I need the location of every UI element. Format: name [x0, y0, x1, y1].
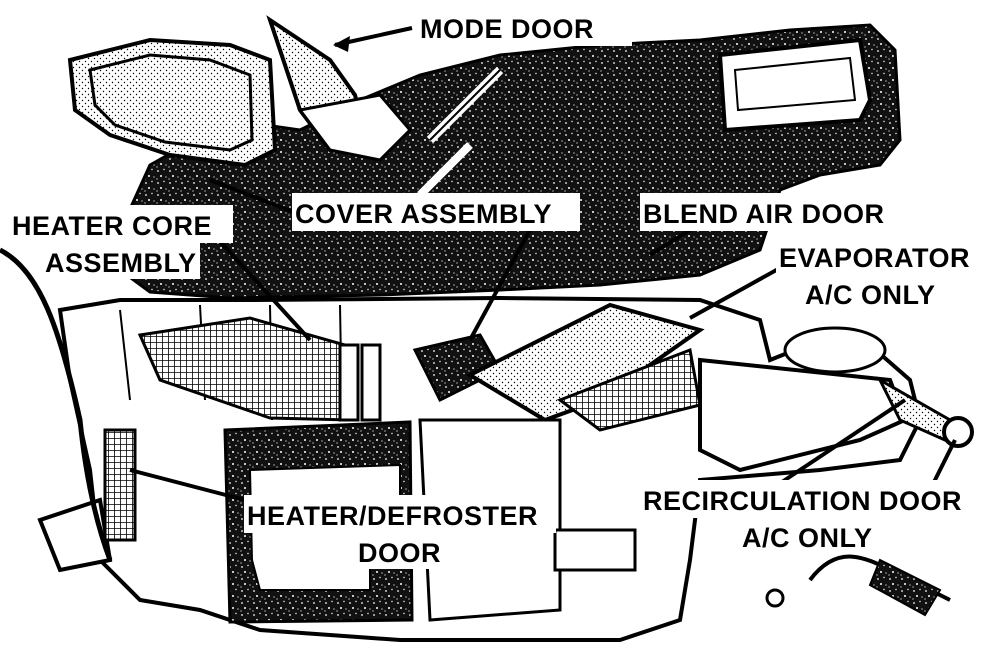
- leader-heater-defroster: [129, 468, 246, 502]
- label-heater-core-line2: ASSEMBLY: [45, 248, 197, 278]
- label-evaporator-line2: A/C ONLY: [805, 280, 936, 310]
- leader-blend-air-door-a: [468, 229, 532, 341]
- leader-heater-core: [203, 223, 312, 342]
- label-heater-core-line1: HEATER CORE: [12, 211, 212, 241]
- label-heater-defroster-line1: HEATER/DEFROSTER: [247, 501, 538, 531]
- leader-blend-air-door-b: [648, 228, 692, 257]
- leader-evaporator: [689, 266, 781, 320]
- mode-door-arrowhead: [333, 36, 350, 52]
- label-mode-door: MODE DOOR: [420, 14, 594, 44]
- label-recirculation-line1: RECIRCULATION DOOR: [643, 486, 962, 516]
- leader-lines: [129, 26, 957, 502]
- label-backgrounds: [8, 8, 1000, 569]
- label-evaporator-line1: EVAPORATOR: [779, 243, 970, 273]
- leader-recirculation-a: [768, 398, 907, 492]
- label-heater-defroster-line2: DOOR: [358, 538, 441, 568]
- label-recirculation-line2: A/C ONLY: [742, 523, 873, 553]
- label-blend-air-door: BLEND AIR DOOR: [643, 199, 885, 229]
- leader-cover-assembly: [209, 178, 297, 215]
- label-cover-assembly: COVER ASSEMBLY: [295, 199, 552, 229]
